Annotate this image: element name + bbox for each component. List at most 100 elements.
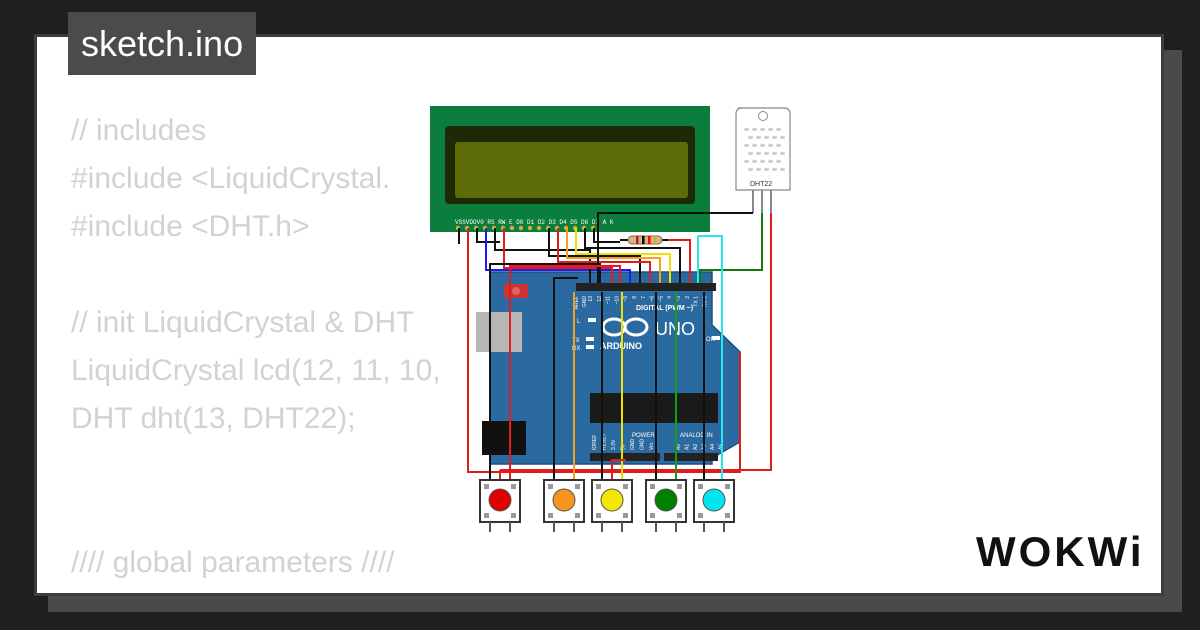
atmega-chip xyxy=(590,393,718,423)
pushbutton-yellow[interactable] xyxy=(591,479,633,532)
wire xyxy=(553,277,578,490)
wire xyxy=(597,212,753,283)
lcd-pin xyxy=(536,225,542,231)
vent-slot xyxy=(756,168,761,171)
board-pin-label: 2 xyxy=(685,296,691,299)
power-jack xyxy=(482,421,526,455)
vent-slot xyxy=(744,160,749,163)
board-pin-label: ~3 xyxy=(676,296,682,302)
wire xyxy=(485,228,631,283)
pushbutton-cyan[interactable] xyxy=(693,479,735,532)
wire xyxy=(489,263,601,490)
wire xyxy=(699,213,763,283)
board-pin-label: ~11 xyxy=(606,296,612,304)
wire xyxy=(584,228,681,283)
code-line: DHT dht(13, DHT22); xyxy=(71,402,356,435)
vent-slot xyxy=(764,136,769,139)
vent-slot xyxy=(744,144,749,147)
vent-slot xyxy=(756,152,761,155)
code-line: LiquidCrystal lcd(12, 11, 10, xyxy=(71,354,441,387)
vent-slot xyxy=(776,144,781,147)
on-label: ON xyxy=(706,337,715,343)
board-pin-label: A1 xyxy=(685,444,691,450)
board-pin-label: AREF xyxy=(574,296,580,309)
dht22-sensor: DHT22 xyxy=(735,107,791,213)
usb-connector xyxy=(476,312,522,352)
lcd-display: VSSVDDV0 RS RW E D0 D1 D2 D3 D4 D5 D6 D7… xyxy=(430,106,710,232)
vent-slot xyxy=(764,152,769,155)
board-pin-label: ~6 xyxy=(650,296,656,302)
rx-led xyxy=(586,345,594,349)
vent-slot xyxy=(748,152,753,155)
board-pin-label: Vin xyxy=(649,443,655,450)
vent-slot xyxy=(772,168,777,171)
lcd-pin-labels: VSSVDDV0 RS RW E D0 D1 D2 D3 D4 D5 D6 D7… xyxy=(455,219,614,226)
vent-slot xyxy=(760,128,765,131)
vent-slot xyxy=(756,136,761,139)
wire xyxy=(575,228,671,283)
board-pin-label: GND xyxy=(582,296,588,308)
vent-slot xyxy=(780,152,785,155)
board-pin-label: 4 xyxy=(667,296,673,299)
lcd-pin xyxy=(509,225,515,231)
pushbutton-red[interactable] xyxy=(479,479,521,532)
board-pin-label: 5V xyxy=(621,443,627,450)
board-pin-label: 8 xyxy=(632,296,638,299)
analog-header xyxy=(664,453,718,461)
board-pin-label: 3.3V xyxy=(611,439,617,450)
code-line: #include <DHT.h> xyxy=(71,210,310,243)
resistor-band xyxy=(648,236,651,244)
wires xyxy=(458,212,772,490)
l-led xyxy=(588,318,596,322)
vent-slot xyxy=(764,168,769,171)
vent-slot xyxy=(768,160,773,163)
vent-slot xyxy=(768,128,773,131)
dht22-label: DHT22 xyxy=(750,181,772,188)
vent-slot xyxy=(752,160,757,163)
board-pin-label: 12 xyxy=(597,296,603,302)
wire xyxy=(548,228,641,283)
wire xyxy=(500,213,772,471)
l-label: L xyxy=(577,319,581,325)
vent-slot xyxy=(752,144,757,147)
wire xyxy=(698,235,723,490)
wire xyxy=(509,265,621,490)
wire xyxy=(668,239,691,283)
wire xyxy=(593,228,620,243)
vent-slot xyxy=(760,144,765,147)
board-pin-label: 7 xyxy=(641,296,647,299)
board-pin-label: IOREF xyxy=(592,435,598,450)
board-pin-label: A4 xyxy=(710,444,716,450)
wire xyxy=(566,228,661,283)
file-title: sketch.ino xyxy=(68,12,257,75)
resistor-band xyxy=(636,236,639,244)
vent-slot xyxy=(748,136,753,139)
board-pin-label: RX 0 xyxy=(702,296,708,307)
tx-led xyxy=(586,337,594,341)
vent-slot xyxy=(748,168,753,171)
code-line: // init LiquidCrystal & DHT xyxy=(71,306,415,339)
tx-label: TX xyxy=(572,338,580,344)
wokwi-logo: WOKWi xyxy=(976,528,1145,575)
vent-slot xyxy=(768,144,773,147)
on-led xyxy=(712,336,720,340)
board-pin-label: GND xyxy=(640,439,646,451)
wire xyxy=(503,228,613,283)
pushbutton-green[interactable] xyxy=(645,479,687,532)
pushbuttons xyxy=(479,479,735,532)
vent-slot xyxy=(780,168,785,171)
digital-header xyxy=(576,283,716,291)
board-pin-label: RESET xyxy=(602,433,608,450)
board-pin-label: GND xyxy=(630,439,636,451)
resistor-band xyxy=(642,236,645,244)
board-pin-label: ~9 xyxy=(623,296,629,302)
digital-label: DIGITAL (PWM ~) xyxy=(636,305,693,312)
vent-slot xyxy=(744,128,749,131)
board-pin-label: A0 xyxy=(676,444,682,450)
dht22-vent-grid xyxy=(744,128,785,171)
power-header xyxy=(590,453,660,461)
pushbutton-orange[interactable] xyxy=(543,479,585,532)
board-pin-label: TX 1 xyxy=(694,296,700,307)
